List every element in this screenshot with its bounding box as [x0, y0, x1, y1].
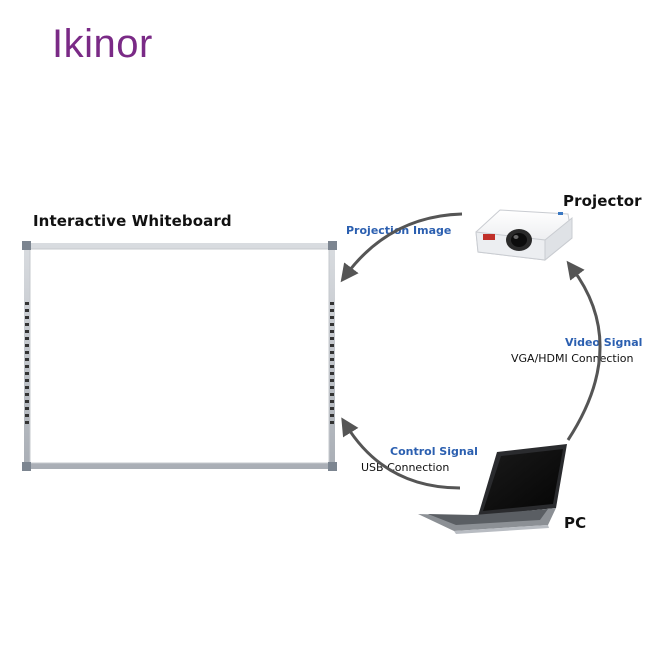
interactive-whiteboard-illustration — [22, 241, 337, 471]
projection-arrow — [340, 212, 463, 283]
pc-label: PC — [564, 514, 587, 532]
video-signal-arrow — [566, 260, 602, 441]
projector-illustration — [475, 209, 573, 262]
projector-label: Projector — [563, 192, 642, 210]
control-signal-arrow — [341, 417, 461, 490]
video-connection-label: VGA/HDMI Connection — [511, 352, 634, 365]
video-signal-label: Video Signal — [565, 336, 643, 349]
whiteboard-label: Interactive Whiteboard — [33, 212, 232, 230]
control-signal-label: Control Signal — [390, 445, 478, 458]
brand-logo: Ikinor — [52, 22, 153, 66]
laptop-illustration — [418, 444, 567, 534]
